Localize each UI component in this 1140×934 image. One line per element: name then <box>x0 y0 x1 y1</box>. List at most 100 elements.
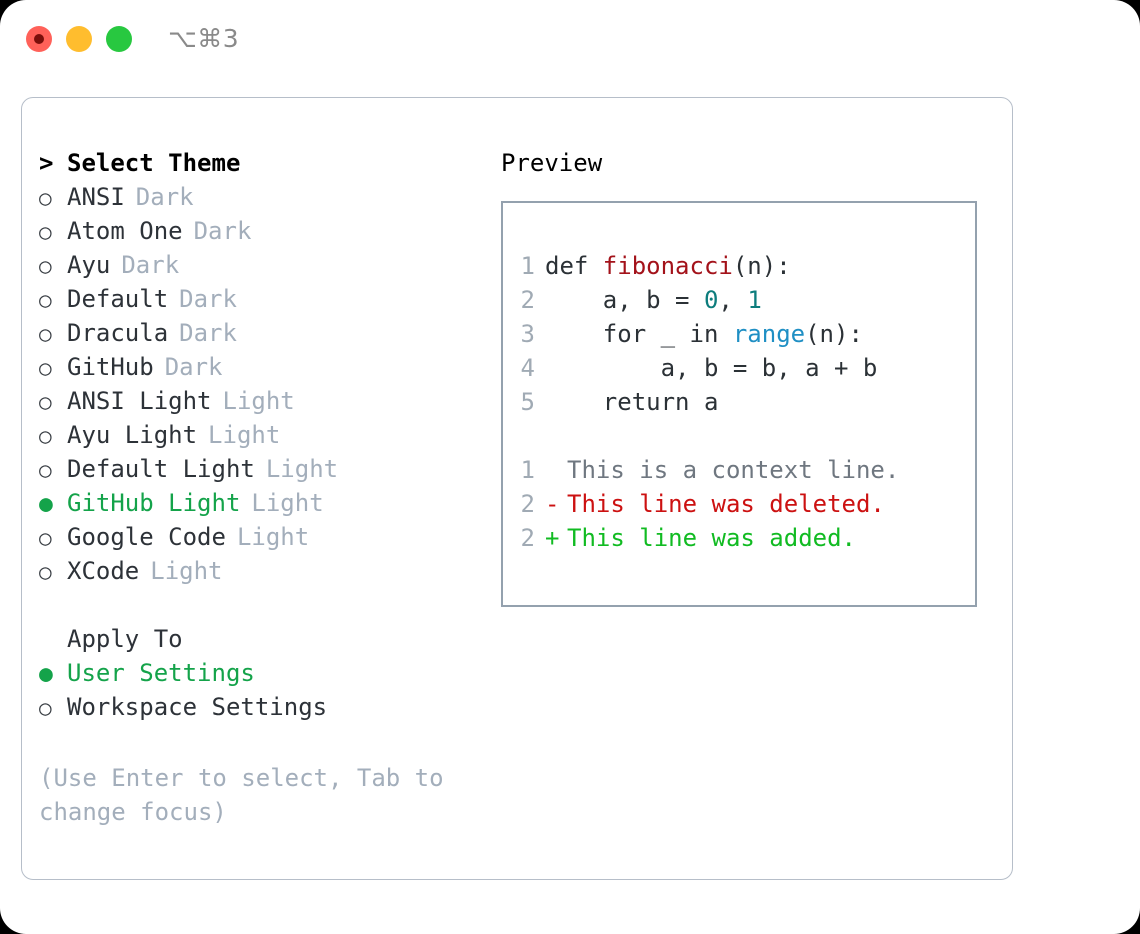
code-line: 1 def fibonacci(n): <box>503 249 975 283</box>
apply-to-option[interactable]: ○Workspace Settings <box>39 690 499 724</box>
theme-name-label: Atom One <box>67 217 183 245</box>
title-bar: ⌥⌘3 <box>0 0 1140 78</box>
code-line-content: return a <box>545 385 719 419</box>
radio-selected-icon: ● <box>39 491 53 517</box>
code-token-plain: (n): <box>805 320 863 348</box>
code-token-plain: (n): <box>732 252 791 280</box>
radio-unselected-icon: ○ <box>39 254 52 278</box>
code-token-plain: a, b = <box>545 286 704 314</box>
preview-heading: Preview <box>501 149 603 177</box>
maximize-window-button[interactable] <box>106 26 132 52</box>
theme-list-item[interactable]: ○ Google Code Light <box>39 520 499 554</box>
theme-variant-label: Light <box>236 523 310 551</box>
apply-to-option-label: User Settings <box>67 659 255 687</box>
code-token-fn: fibonacci <box>602 252 733 280</box>
theme-variant-label: Light <box>265 455 339 483</box>
radio-unselected-icon: ○ <box>39 526 52 550</box>
theme-list-item[interactable]: ○ Default Light Light <box>39 452 499 486</box>
diff-line-number: 2 <box>520 524 535 552</box>
apply-to-heading-label: Apply To <box>67 625 183 653</box>
code-token-call: range <box>732 320 806 348</box>
minimize-window-button[interactable] <box>66 26 92 52</box>
diff-line-number: 1 <box>520 456 535 484</box>
close-window-button[interactable] <box>26 26 52 52</box>
code-token-num: 1 <box>747 286 762 314</box>
diff-sign: - <box>545 490 560 518</box>
diff-line-number: 2 <box>520 490 535 518</box>
code-line-number: 1 <box>520 252 535 280</box>
theme-list-item[interactable]: ○ Atom One Dark <box>39 214 499 248</box>
theme-variant-label: Dark <box>164 353 223 381</box>
radio-unselected-icon: ○ <box>39 458 52 482</box>
select-theme-heading: > Select Theme <box>39 146 499 180</box>
code-token-plain: for _ in <box>545 320 733 348</box>
code-line-number: 4 <box>520 354 535 382</box>
code-token-plain: , <box>718 286 748 314</box>
theme-name-label: ANSI <box>67 183 125 211</box>
theme-name-label: Default Light <box>67 455 255 483</box>
theme-name-label: Ayu <box>67 251 111 279</box>
apply-to-option[interactable]: ● User Settings <box>39 656 499 690</box>
theme-variant-label: Dark <box>135 183 194 211</box>
code-line-content: a, b = b, a + b <box>545 351 878 385</box>
diff-line-text: This line was deleted. <box>567 490 885 518</box>
theme-variant-label: Light <box>150 557 223 585</box>
code-line-number: 2 <box>520 286 535 314</box>
code-line: 5 return a <box>503 385 975 419</box>
radio-unselected-icon: ○ <box>39 356 52 380</box>
code-line-content: def fibonacci(n): <box>545 249 791 283</box>
radio-selected-icon: ● <box>39 661 53 687</box>
code-token-plain: def <box>545 252 603 280</box>
keyboard-shortcut-label: ⌥⌘3 <box>168 24 240 53</box>
code-token-plain: a, b = b, a + b <box>545 354 878 382</box>
diff-line-text: This line was added. <box>567 524 856 552</box>
theme-list-item[interactable]: ○ Default Dark <box>39 282 499 316</box>
code-token-num: 0 <box>703 286 719 314</box>
radio-unselected-icon: ○ <box>39 288 52 312</box>
theme-name-label: ANSI Light <box>67 387 212 415</box>
code-token-plain: return a <box>545 388 719 416</box>
theme-variant-label: Dark <box>179 319 237 347</box>
theme-variant-label: Dark <box>121 251 180 279</box>
theme-name-label: Ayu Light <box>67 421 198 449</box>
theme-variant-label: Light <box>208 421 281 449</box>
diff-line: 1 This is a context line. <box>503 453 975 487</box>
preview-spacer <box>503 419 975 453</box>
theme-variant-label: Light <box>222 387 295 415</box>
diff-sign <box>545 453 567 487</box>
theme-name-label: Default <box>67 285 169 313</box>
code-line: 2 a, b = 0, 1 <box>503 283 975 317</box>
apply-to-marker-spacer: ○ <box>39 623 67 657</box>
apply-to-option-label: Workspace Settings <box>67 693 328 721</box>
theme-list-item[interactable]: ○ Ayu Light Light <box>39 418 499 452</box>
select-theme-heading-label: Select Theme <box>67 149 241 177</box>
radio-unselected-icon: ○ <box>39 322 52 346</box>
theme-list-item[interactable]: ○ Dracula Dark <box>39 316 499 350</box>
theme-variant-label: Dark <box>193 217 252 245</box>
keyboard-hint-text: (Use Enter to select, Tab to change focu… <box>39 764 444 826</box>
apply-to-options: ● User Settings ○Workspace Settings <box>39 656 499 724</box>
radio-unselected-icon: ○ <box>39 424 52 448</box>
theme-name-label: GitHub Light <box>67 489 241 517</box>
theme-name-label: Dracula <box>67 319 169 347</box>
diff-sign: + <box>545 524 560 552</box>
apply-to-heading: ○ Apply To <box>39 622 499 656</box>
radio-unselected-icon: ○ <box>39 220 52 244</box>
theme-name-label: Google Code <box>67 523 226 551</box>
theme-variant-label: Dark <box>179 285 237 313</box>
diff-line: 2-This line was deleted. <box>503 487 975 521</box>
theme-list-item[interactable]: ○ Ayu Dark <box>39 248 499 282</box>
diff-sample: 1 This is a context line.2-This line was… <box>503 453 975 555</box>
code-line-number: 5 <box>520 388 535 416</box>
